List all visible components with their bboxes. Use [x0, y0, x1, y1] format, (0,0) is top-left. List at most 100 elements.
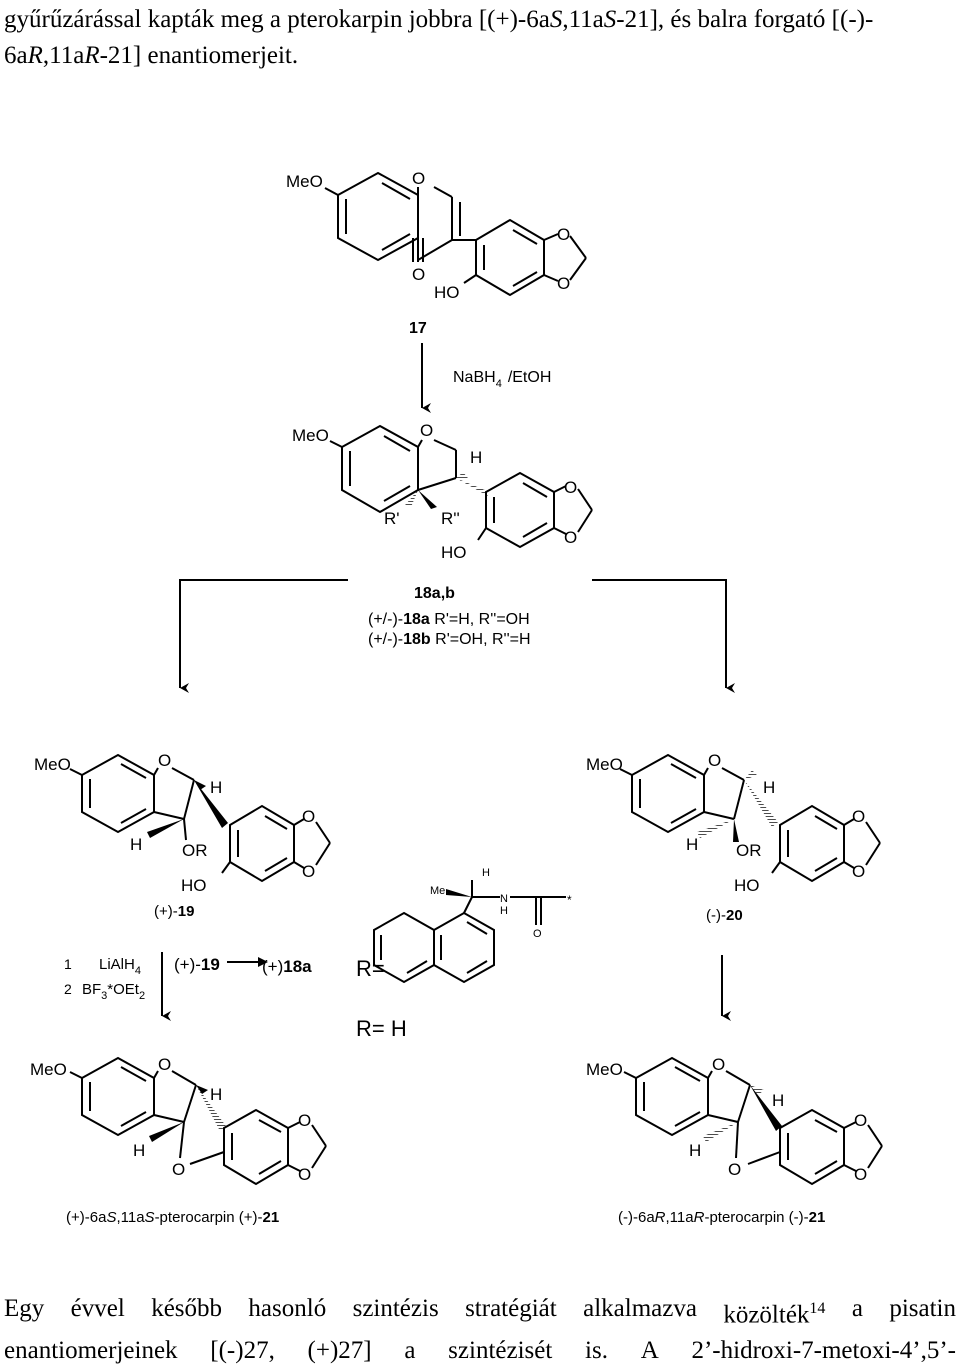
word: hasonló	[248, 1295, 327, 1322]
intro-line-1: gyűrűzárással kapták meg a pterokarpin j…	[4, 2, 956, 38]
19-wedge-bond-h-left	[147, 819, 184, 838]
intro-paragraph: gyűrűzárással kapták meg a pterokarpin j…	[4, 2, 956, 74]
20-wedge-bond-or	[733, 819, 739, 842]
20-aryl-ring	[779, 804, 845, 883]
naphthalene-ring-left	[373, 911, 435, 984]
17-ring-oxygen: O	[412, 169, 425, 188]
17-hydroxy-label: HO	[434, 283, 460, 302]
pm-methoxy-label: MeO	[586, 1060, 623, 1079]
word: évvel	[70, 1295, 125, 1322]
pterocarpin-minus-label: (-)-6aR,11aR-pterocarpin (-)-21	[618, 1209, 825, 1226]
intro-line-2: 6aR,11aR-21] enantiomerjeit.	[4, 38, 956, 74]
17-methoxy-label: MeO	[286, 172, 323, 191]
body-line-1: Egy évvel később hasonló szintézis strat…	[4, 1291, 956, 1333]
19-h-left: H	[130, 835, 142, 854]
word: alkalmazva	[583, 1295, 697, 1322]
pp-aryl-ring	[223, 1108, 289, 1186]
word: [(-)27,	[210, 1337, 275, 1365]
19-aryl-ring	[229, 804, 295, 883]
19-benzene-ring	[81, 753, 155, 834]
r-group-h: H	[482, 867, 490, 879]
pp-ring-oxygen: O	[158, 1055, 171, 1074]
word-with-reference: közölték14	[723, 1291, 825, 1333]
18-aryl-ring	[485, 471, 555, 549]
17-dioxole-oxygen-top: O	[557, 225, 570, 244]
word: a	[404, 1337, 416, 1365]
18-methoxy-label: MeO	[292, 426, 329, 445]
pm-hashed-bond-h-left	[703, 1122, 738, 1142]
pm-hashed-bond-h	[750, 1085, 764, 1095]
20-ring-oxygen: O	[708, 751, 721, 770]
19-ring-oxygen: O	[158, 751, 171, 770]
17-carbonyl-oxygen: O	[412, 265, 425, 284]
pm-h-top: H	[772, 1091, 784, 1110]
conversion-from: (+)-19	[174, 955, 220, 974]
20-hashed-bond-aryl	[744, 780, 778, 827]
text-run: ,11a	[42, 42, 85, 69]
pm-h-left: H	[689, 1141, 701, 1160]
r-equals-label: R=	[356, 956, 385, 981]
20-hashed-bond-h-left	[697, 819, 734, 838]
text-italic: S	[549, 6, 563, 33]
18b-description: (+/-)-18b R'=OH, R''=H	[368, 631, 531, 648]
18-r-prime-label: R'	[384, 509, 400, 528]
text-run: ,11a	[562, 6, 604, 33]
compound-19-label: (+)-19	[154, 903, 194, 920]
word: is.	[585, 1337, 608, 1365]
pp-h-top: H	[210, 1085, 222, 1104]
compound-19	[69, 753, 331, 883]
naphthalene-ring-right	[433, 911, 495, 984]
arrow-18-to-20	[592, 579, 735, 693]
word: Egy	[4, 1295, 45, 1322]
19-wedge-bond-aryl	[194, 780, 228, 828]
20-methoxy-label: MeO	[586, 755, 623, 774]
19-or-label: OR	[182, 841, 208, 860]
18-h-label: H	[470, 448, 482, 467]
reference-superscript: 14	[809, 1300, 826, 1317]
19-dioxole-oxygen-top: O	[302, 807, 315, 826]
word: szintézis	[352, 1295, 439, 1322]
compound-17	[324, 171, 587, 297]
20-h-left: H	[686, 835, 698, 854]
compound-20-label: (-)-20	[706, 907, 743, 924]
20-hydroxy-label: HO	[734, 876, 760, 895]
pm-bridge-oxygen: O	[728, 1160, 741, 1179]
18a-description: (+/-)-18a R'=H, R''=OH	[368, 611, 530, 628]
pterocarpin-minus	[623, 1056, 883, 1186]
body-paragraph: Egy évvel később hasonló szintézis strat…	[4, 1291, 956, 1369]
19-methoxy-label: MeO	[34, 755, 71, 774]
split-arrows	[179, 579, 735, 693]
18-dioxole-oxygen-top: O	[564, 478, 577, 497]
20-hashed-bond-h	[744, 770, 757, 780]
compound-18	[329, 424, 593, 549]
pp-benzene-ring	[81, 1056, 155, 1137]
arrow-19-to-18a-head	[258, 957, 268, 967]
pm-aryl-ring	[779, 1108, 845, 1186]
19-dioxole-oxygen-bottom: O	[302, 862, 315, 881]
step-number-1: 1	[64, 956, 72, 972]
word: a	[851, 1295, 863, 1322]
pm-dioxole-oxygen-top: O	[854, 1111, 867, 1130]
reagent-nabh4: NaBH4/EtOH	[453, 369, 551, 390]
text-run: -21], és balra forgató [(-)-	[616, 6, 874, 33]
20-h-top: H	[763, 778, 775, 797]
20-or-label: OR	[736, 841, 762, 860]
pm-benzene-ring	[635, 1056, 709, 1137]
conversion-to: (+)18a	[262, 957, 312, 976]
pm-ring-oxygen: O	[712, 1055, 725, 1074]
18-hashed-bond-h	[456, 472, 468, 478]
word: (+)27]	[307, 1337, 372, 1365]
word: pisatin	[889, 1295, 956, 1322]
pp-hashed-bond-aryl	[196, 1085, 226, 1131]
text-run: -21] enantiomerjeit.	[99, 42, 299, 69]
text-run: 6a	[4, 42, 28, 69]
text-italic: S	[603, 6, 617, 33]
18-ring-oxygen: O	[420, 421, 433, 440]
18-hashed-bond-aryl	[456, 478, 488, 496]
word: stratégiát	[465, 1295, 557, 1322]
pterocarpin-plus-label: (+)-6aS,11aS-pterocarpin (+)-21	[66, 1209, 279, 1226]
20-benzene-ring	[631, 753, 705, 834]
r-group-wedge-methyl	[446, 889, 472, 897]
18-benzene-ring	[341, 424, 419, 514]
17-dioxole-oxygen-bottom: O	[557, 274, 570, 293]
